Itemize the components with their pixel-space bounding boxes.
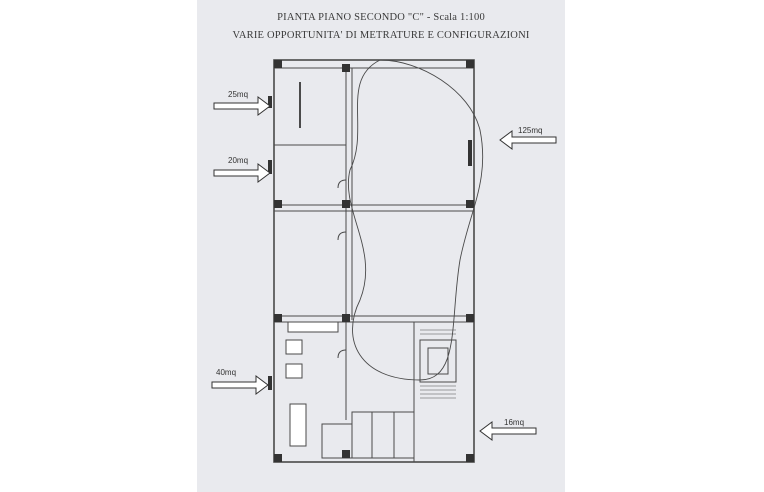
area-label-20mq: 20mq (228, 156, 249, 165)
configuration-outline (348, 59, 484, 381)
plan-title: PIANTA PIANO SECONDO "C" - Scala 1:100 (277, 12, 485, 23)
plan-subtitle: VARIE OPPORTUNITA' DI METRATURE E CONFIG… (232, 30, 530, 41)
arrow-20mq (213, 163, 271, 183)
area-label-16mq: 16mq (504, 418, 525, 427)
outer-wall (273, 59, 475, 463)
meeting-table (289, 403, 307, 447)
area-label-25mq: 25mq (228, 90, 249, 99)
area-label-40mq: 40mq (216, 368, 237, 377)
arrow-40mq (211, 375, 269, 395)
arrow-16mq (479, 421, 537, 441)
area-label-125mq: 125mq (518, 126, 543, 135)
room-125mq-outline (345, 67, 475, 212)
arrow-125mq (499, 130, 557, 150)
floor-plan-sheet: PIANTA PIANO SECONDO "C" - Scala 1:100 V… (197, 0, 565, 492)
arrow-25mq (213, 96, 271, 116)
stair-core (419, 339, 457, 383)
bathroom-block (351, 411, 415, 459)
